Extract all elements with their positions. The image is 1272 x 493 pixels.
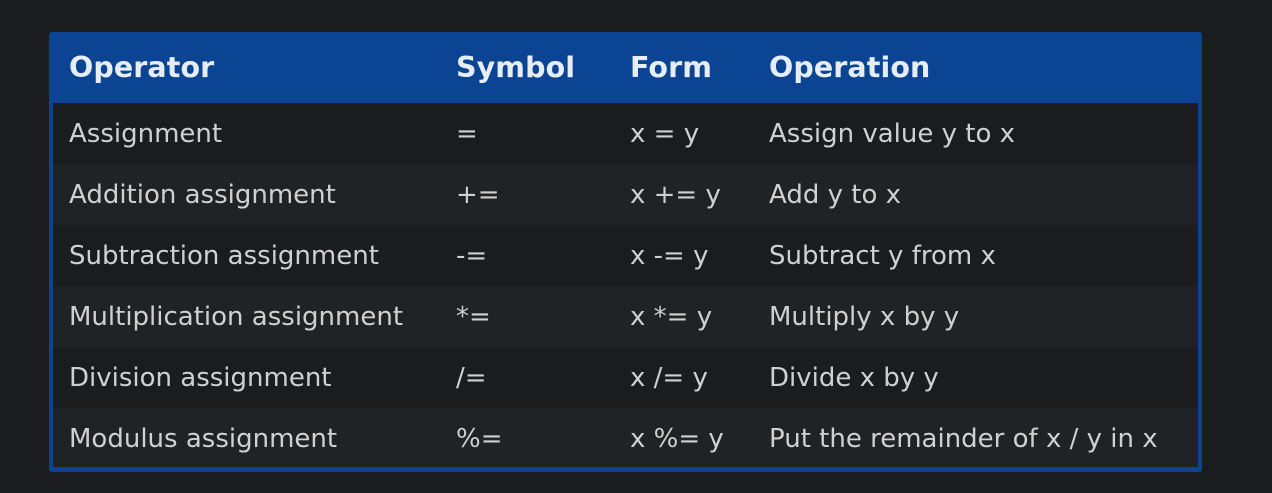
cell-operator: Modulus assignment (69, 423, 338, 454)
table-body: Assignment = x = y Assign value y to x A… (53, 103, 1198, 467)
cell-symbol: /= (456, 362, 487, 393)
cell-symbol: += (456, 179, 500, 210)
header-form: Form (630, 51, 713, 84)
cell-operator: Subtraction assignment (69, 240, 379, 271)
cell-operation: Put the remainder of x / y in x (769, 423, 1158, 454)
cell-form: x *= y (630, 301, 713, 332)
header-operation: Operation (769, 51, 931, 84)
table-header: Operator Symbol Form Operation (53, 32, 1198, 103)
cell-form: x /= y (630, 362, 708, 393)
table-row: Modulus assignment %= x %= y Put the rem… (53, 408, 1198, 467)
table-row: Assignment = x = y Assign value y to x (53, 103, 1198, 164)
table-row: Division assignment /= x /= y Divide x b… (53, 347, 1198, 408)
header-row: Operator Symbol Form Operation (53, 32, 1198, 103)
table-row: Subtraction assignment -= x -= y Subtrac… (53, 225, 1198, 286)
cell-symbol: -= (456, 240, 488, 271)
table-row: Multiplication assignment *= x *= y Mult… (53, 286, 1198, 347)
operator-table: Operator Symbol Form Operation Assignmen… (53, 32, 1198, 467)
cell-operator: Assignment (69, 118, 223, 149)
cell-operation: Add y to x (769, 179, 902, 210)
header-symbol: Symbol (456, 51, 576, 84)
cell-operator: Division assignment (69, 362, 332, 393)
cell-form: x += y (630, 179, 721, 210)
table-row: Addition assignment += x += y Add y to x (53, 164, 1198, 225)
header-operator: Operator (69, 51, 215, 84)
cell-operation: Assign value y to x (769, 118, 1016, 149)
cell-symbol: *= (456, 301, 491, 332)
cell-form: x %= y (630, 423, 724, 454)
cell-operator: Addition assignment (69, 179, 336, 210)
cell-operation: Subtract y from x (769, 240, 996, 271)
cell-operation: Multiply x by y (769, 301, 960, 332)
cell-operation: Divide x by y (769, 362, 939, 393)
cell-form: x -= y (630, 240, 709, 271)
operator-table-frame: Operator Symbol Form Operation Assignmen… (49, 32, 1202, 472)
cell-symbol: = (456, 118, 478, 149)
cell-operator: Multiplication assignment (69, 301, 404, 332)
cell-form: x = y (630, 118, 700, 149)
cell-symbol: %= (456, 423, 503, 454)
